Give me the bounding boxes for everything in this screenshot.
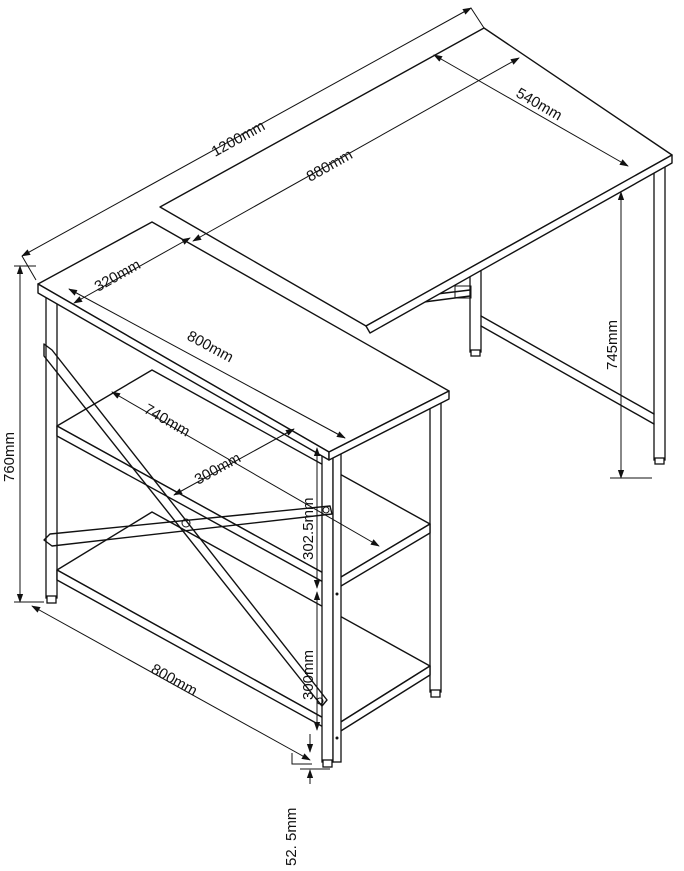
- right-front-foot: [654, 457, 665, 465]
- ext-line: [21, 7, 485, 281]
- dim-line-300-depth: [173, 428, 295, 496]
- right-lower-stretcher: [480, 315, 655, 425]
- left-back-foot: [46, 595, 57, 604]
- ext-line: [14, 265, 44, 603]
- dim-label-total-height: 760mm: [1, 432, 18, 482]
- dim-line-800-bottom: [31, 605, 311, 761]
- front-left-leg: [321, 451, 334, 763]
- dim-label-leg-height: 745mm: [604, 320, 621, 370]
- cross-brace-a: [43, 343, 328, 707]
- front-left-foot: [322, 759, 333, 768]
- inner-back-leg: [429, 399, 442, 693]
- clearance-leader: [291, 753, 312, 765]
- long-desktop-edge: [365, 154, 673, 334]
- right-back-foot: [470, 349, 481, 357]
- dim-label-base-length: 800mm: [148, 661, 200, 700]
- leg-bolt: [335, 592, 339, 596]
- dim-label-bottom-clearance: 52. 5mm: [283, 808, 300, 866]
- right-front-leg: [653, 165, 666, 461]
- dim-label-shelf-gap-upper: 302.5mm: [300, 497, 317, 560]
- left-back-leg: [45, 295, 58, 599]
- dim-line-540: [433, 54, 629, 167]
- brace-bracket: [454, 285, 472, 299]
- leg-bolt: [335, 736, 339, 740]
- front-right-leg-face: [332, 451, 342, 763]
- dim-label-shelf-gap-lower: 300mm: [300, 650, 317, 700]
- inner-back-foot: [430, 689, 441, 698]
